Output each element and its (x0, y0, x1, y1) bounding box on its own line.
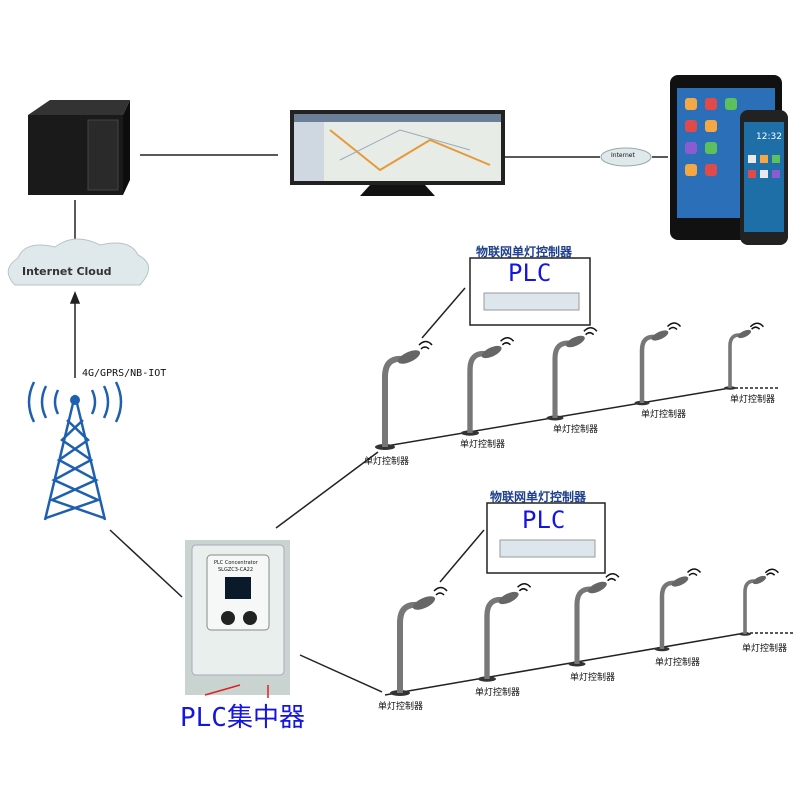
lamp-label: 单灯控制器 (570, 673, 616, 683)
connectors (69, 154, 795, 696)
cloud-label: Internet Cloud (22, 265, 112, 278)
street-lamp-icon (724, 322, 764, 390)
tower-concentrator-line (109, 529, 183, 598)
lamp-label: 单灯控制器 (742, 644, 788, 654)
monitor-icon (290, 110, 505, 196)
lamp-label: 单灯控制器 (378, 702, 424, 712)
lamp-label: 单灯控制器 (641, 410, 687, 420)
street-lamp-icon (375, 340, 433, 450)
row2-box-title: 物联网单灯控制器 (490, 490, 587, 504)
device-text-1: PLC Concentrator (214, 560, 258, 566)
street-lamps (375, 322, 779, 696)
phone-time: 12:32 (756, 132, 782, 142)
row1-controller-box (469, 257, 591, 326)
cell-tower-icon (27, 381, 123, 521)
tablet-phone-icon (670, 75, 788, 245)
street-lamp-icon (654, 568, 702, 652)
lamp-label: 单灯控制器 (730, 395, 776, 405)
concentrator-row1-line (275, 451, 379, 529)
row1-box-plc: PLC (508, 259, 552, 287)
plc-concentrator-device (185, 540, 290, 698)
internet-cloud-icon (600, 147, 652, 167)
lamp-label: 单灯控制器 (655, 658, 701, 668)
street-lamp-icon (461, 336, 515, 436)
lamp-label: 单灯控制器 (553, 425, 599, 435)
street-lamp-icon (390, 586, 448, 696)
lamp-label: 单灯控制器 (364, 457, 410, 467)
street-lamp-icon (739, 568, 779, 636)
lamp-label: 单灯控制器 (475, 688, 521, 698)
street-lamp-icon (634, 322, 682, 406)
row2-ground (384, 632, 746, 696)
street-lamp-icon (568, 573, 620, 667)
concentrator-row2-line (299, 654, 383, 693)
server-icon (28, 100, 130, 195)
street-lamp-icon (546, 327, 598, 421)
internet-cloud-shape (7, 238, 149, 286)
arrow-head (69, 290, 81, 304)
concentrator-label: PLC集中器 (180, 703, 305, 733)
row2-controller-box (486, 502, 606, 574)
device-text-2: SLGZC3-CA22 (218, 567, 254, 573)
row2-box-plc: PLC (522, 506, 566, 534)
link-label: 4G/GPRS/NB-IOT (82, 368, 167, 379)
row1-box-title: 物联网单灯控制器 (476, 245, 573, 259)
internet-label: Internet (611, 152, 635, 159)
street-lamp-icon (478, 582, 532, 682)
lamp-label: 单灯控制器 (460, 440, 506, 450)
